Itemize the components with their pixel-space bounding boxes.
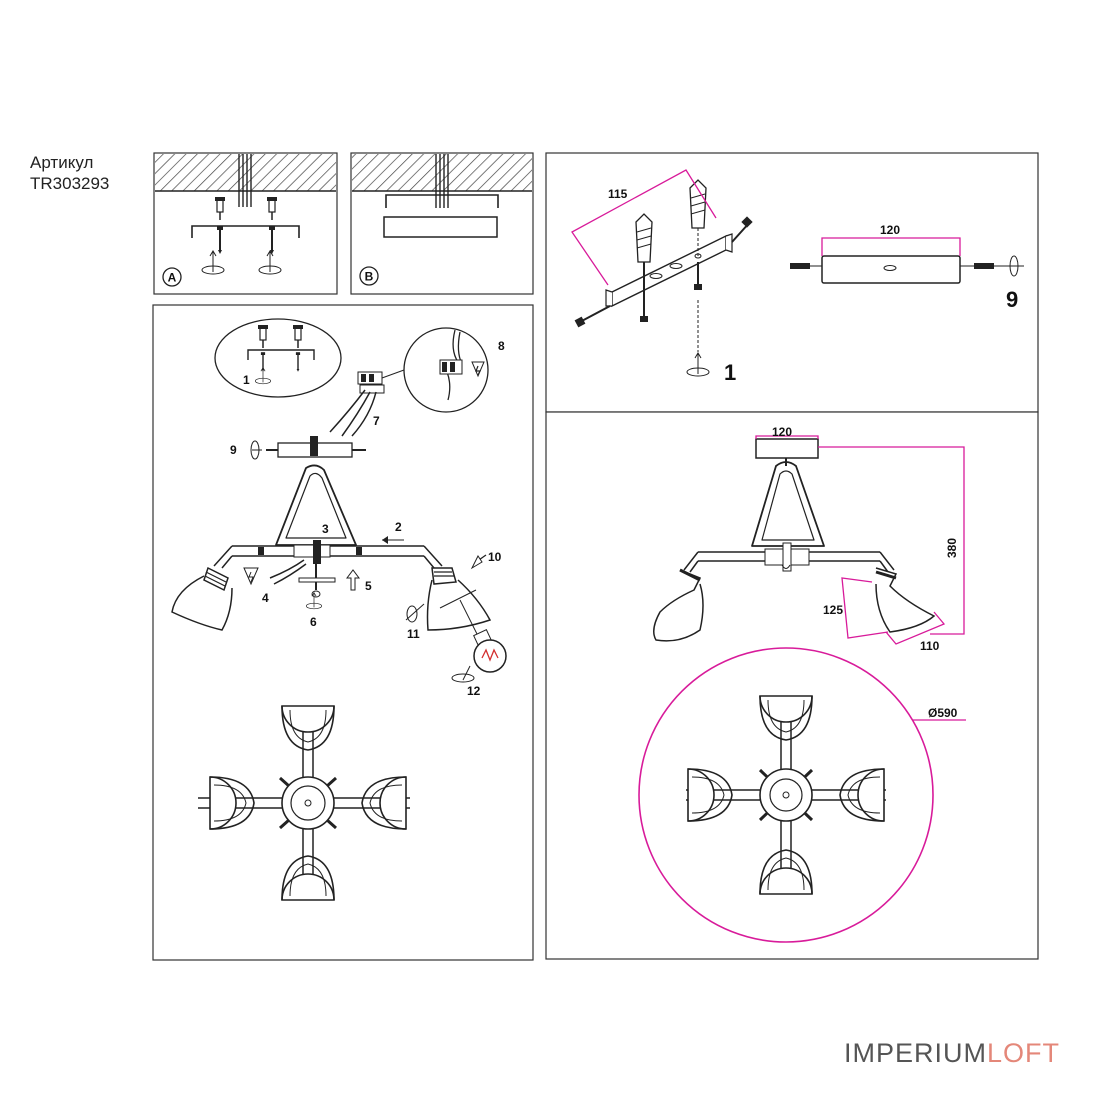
brand-part1: IMPERIUM xyxy=(843,1038,987,1068)
panel-dimensions: 120 380 125 110 Ø590 xyxy=(545,411,1039,960)
dim-shade-width: 110 xyxy=(920,639,940,653)
brand-part2: LOFT xyxy=(986,1038,1060,1068)
top-view-right xyxy=(686,695,886,895)
article-block: Артикул TR303293 xyxy=(30,152,109,194)
step-7-label: 7 xyxy=(373,414,380,428)
step-3-label: 3 xyxy=(322,522,329,536)
step-9-label: 9 xyxy=(230,443,237,457)
panel-assembly: 1 8 7 9 xyxy=(152,304,534,961)
brand-logo: IMPERIUMLOFT xyxy=(844,1038,1060,1069)
bracket-dim-width: 115 xyxy=(608,187,628,201)
step-8-label: 8 xyxy=(498,339,505,353)
plate-step-label: 9 xyxy=(1006,287,1018,312)
top-view-left xyxy=(198,705,410,901)
dim-canopy: 120 xyxy=(772,425,792,439)
step-5-label: 5 xyxy=(365,579,372,593)
panel-b: B xyxy=(350,152,534,295)
step-2-label: 2 xyxy=(395,520,402,534)
article-code: TR303293 xyxy=(30,174,110,193)
dim-shade-height: 125 xyxy=(823,603,843,617)
dim-diameter: Ø590 xyxy=(928,706,958,720)
panel-a: A xyxy=(153,152,338,295)
panel-bracket: 1 115 9 120 xyxy=(545,152,1039,413)
step-1-label: 1 xyxy=(243,373,250,387)
step-10-label: 10 xyxy=(488,550,502,564)
step-11-label: 11 xyxy=(407,627,420,641)
step-12-label: 12 xyxy=(467,684,481,698)
badge-a: A xyxy=(168,271,177,285)
dim-height: 380 xyxy=(945,538,959,558)
step-4-label: 4 xyxy=(262,591,269,605)
badge-b: B xyxy=(365,270,374,284)
bracket-step-label: 1 xyxy=(724,360,736,385)
plate-dim-width: 120 xyxy=(880,223,900,237)
step-6-label: 6 xyxy=(310,615,317,629)
article-label: Артикул xyxy=(30,153,94,172)
